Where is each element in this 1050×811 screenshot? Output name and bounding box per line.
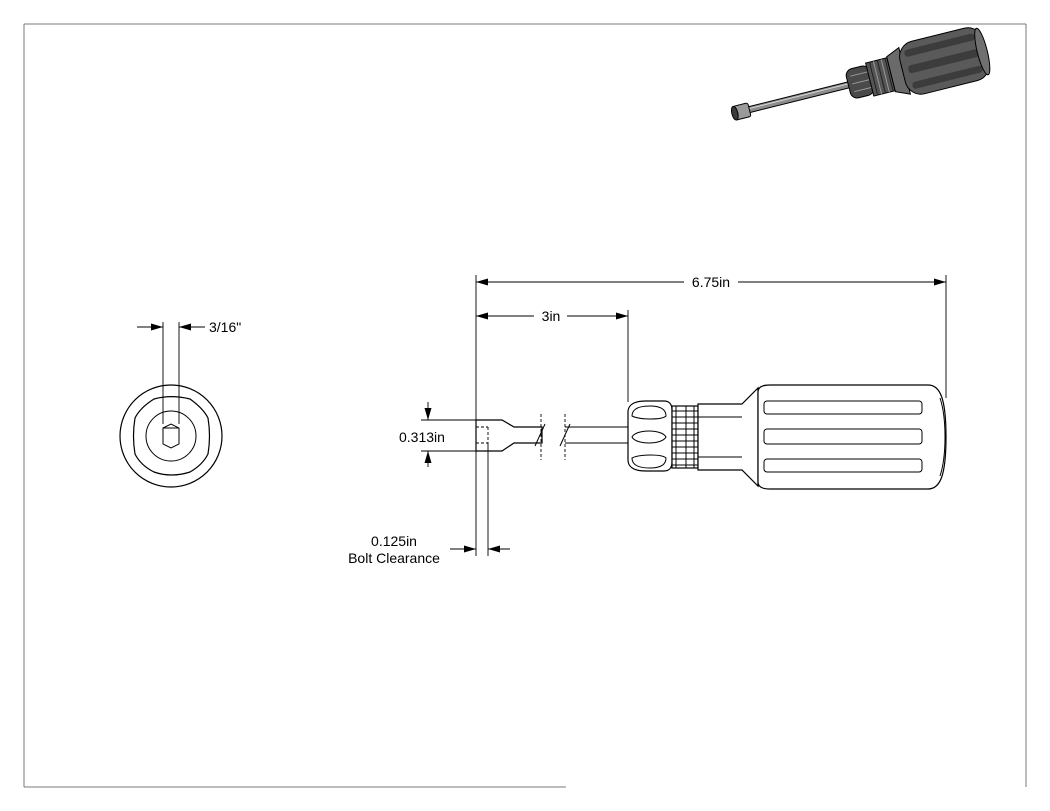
end-view <box>119 384 223 488</box>
bolt-clearance-dimension: 0.125in Bolt Clearance <box>348 443 510 566</box>
bolt-clearance-caption: Bolt Clearance <box>348 550 440 566</box>
hex-size-label: 3/16" <box>209 319 241 335</box>
shaft-length-dimension: 3in <box>476 308 629 402</box>
hex-size-dimension: 3/16" <box>137 319 241 424</box>
tip-diameter-label: 0.313in <box>399 429 445 445</box>
bolt-clearance-value: 0.125in <box>371 533 417 549</box>
side-view <box>475 384 947 490</box>
isometric-view <box>730 27 991 121</box>
shaft-length-label: 3in <box>542 308 561 324</box>
overall-length-label: 6.75in <box>692 274 730 290</box>
tip-diameter-dimension: 0.313in <box>399 402 476 467</box>
overall-length-dimension: 6.75in <box>475 274 947 420</box>
drawing-frame <box>23 23 1027 788</box>
